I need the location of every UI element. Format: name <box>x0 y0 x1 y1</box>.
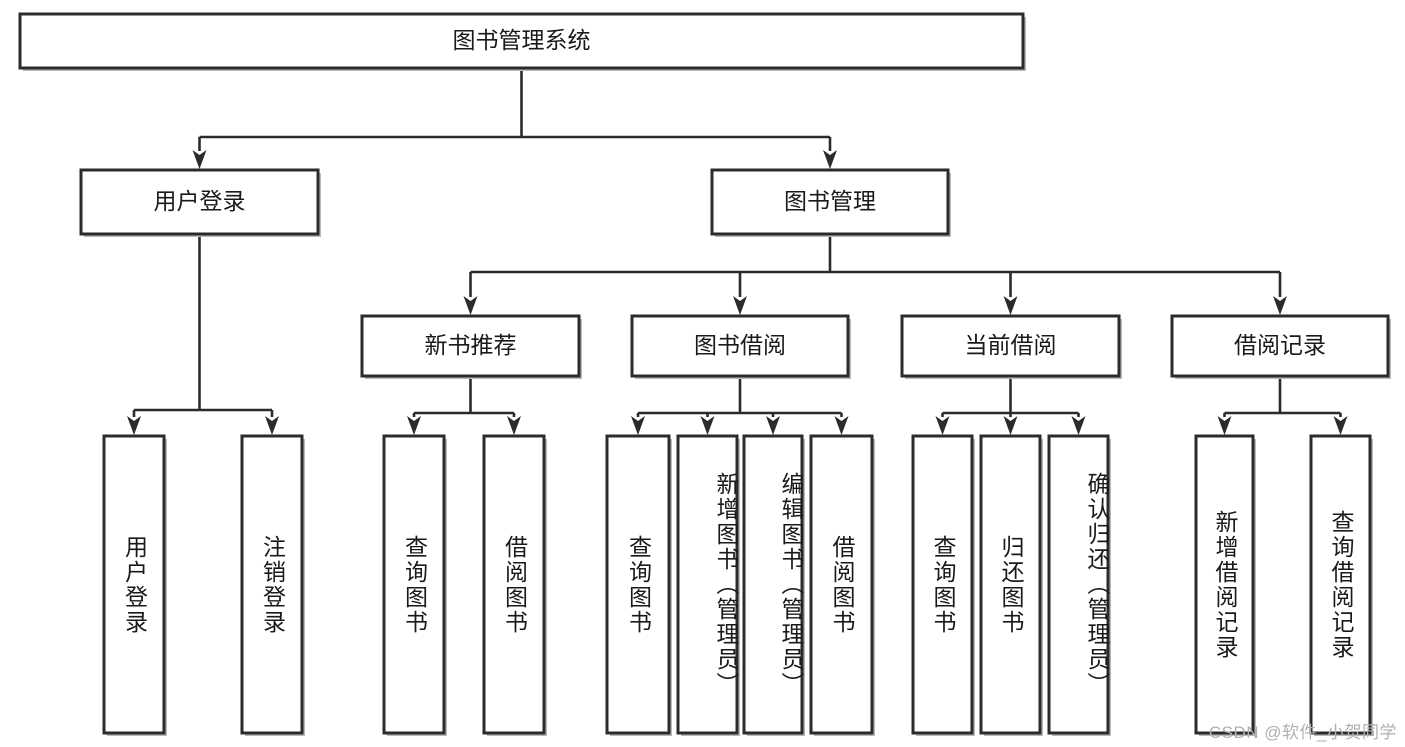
node-book-management[interactable] <box>710 168 950 236</box>
conn-root-arrow-1 <box>823 150 837 169</box>
node-current-borrow[interactable] <box>900 314 1121 378</box>
node-leaf-add-borrow-record[interactable] <box>1194 434 1255 735</box>
node-book-borrow[interactable] <box>630 314 850 378</box>
node-current-borrow-label: 当前借阅 <box>965 332 1057 358</box>
node-leaf-logout[interactable] <box>240 434 304 735</box>
node-leaf-query-book-recommend[interactable] <box>382 434 446 735</box>
conn-borrow-record-arrow-0 <box>1217 416 1232 435</box>
conn-book-borrow-arrow-0 <box>631 416 645 435</box>
conn-book-management-arrow-1 <box>733 296 747 315</box>
conn-book-borrow-arrow-1 <box>700 416 715 435</box>
node-new-book-recommend[interactable] <box>360 314 581 378</box>
node-new-book-recommend-label: 新书推荐 <box>425 332 517 358</box>
node-leaf-query-borrow-record[interactable] <box>1309 434 1372 735</box>
node-book-management-label: 图书管理 <box>784 188 876 214</box>
node-leaf-confirm-return[interactable] <box>1047 434 1110 735</box>
node-root[interactable] <box>18 12 1025 70</box>
node-borrow-record[interactable] <box>1170 314 1390 378</box>
conn-book-management-arrow-0 <box>463 296 478 315</box>
conn-book-management-arrow-2 <box>1003 296 1018 315</box>
conn-book-borrow-arrow-2 <box>766 416 780 435</box>
conn-current-borrow-arrow-0 <box>935 416 950 435</box>
node-book-borrow-label: 图书借阅 <box>694 332 786 358</box>
node-leaf-borrow-book[interactable] <box>809 434 874 735</box>
node-leaf-add-book[interactable] <box>676 434 739 735</box>
node-borrow-record-label: 借阅记录 <box>1234 332 1326 358</box>
conn-current-borrow-arrow-2 <box>1071 416 1086 435</box>
conn-new-book-recommend-arrow-0 <box>407 416 421 435</box>
conn-book-borrow-arrow-3 <box>834 416 849 435</box>
node-user-login-label: 用户登录 <box>154 188 246 214</box>
node-leaf-user-login[interactable] <box>102 434 166 735</box>
box-layer <box>18 12 1391 736</box>
conn-borrow-record-arrow-1 <box>1333 416 1348 435</box>
node-leaf-return-book[interactable] <box>979 434 1042 735</box>
node-leaf-edit-book[interactable] <box>742 434 804 735</box>
node-leaf-borrow-book-recommend[interactable] <box>482 434 546 735</box>
conn-new-book-recommend-arrow-1 <box>507 416 521 435</box>
conn-root-arrow-0 <box>192 150 207 169</box>
connector-layer <box>127 68 1348 435</box>
node-root-label: 图书管理系统 <box>453 27 591 53</box>
node-user-login[interactable] <box>79 168 320 236</box>
conn-user-login-arrow-0 <box>127 416 141 435</box>
csdn-watermark: CSDN @软件_小贺同学 <box>1208 723 1397 742</box>
conn-user-login-arrow-1 <box>265 416 279 435</box>
node-leaf-query-book-borrow[interactable] <box>605 434 671 735</box>
conn-book-management-arrow-3 <box>1273 296 1287 315</box>
node-leaf-query-book-current[interactable] <box>911 434 974 735</box>
conn-current-borrow-arrow-1 <box>1003 416 1018 435</box>
